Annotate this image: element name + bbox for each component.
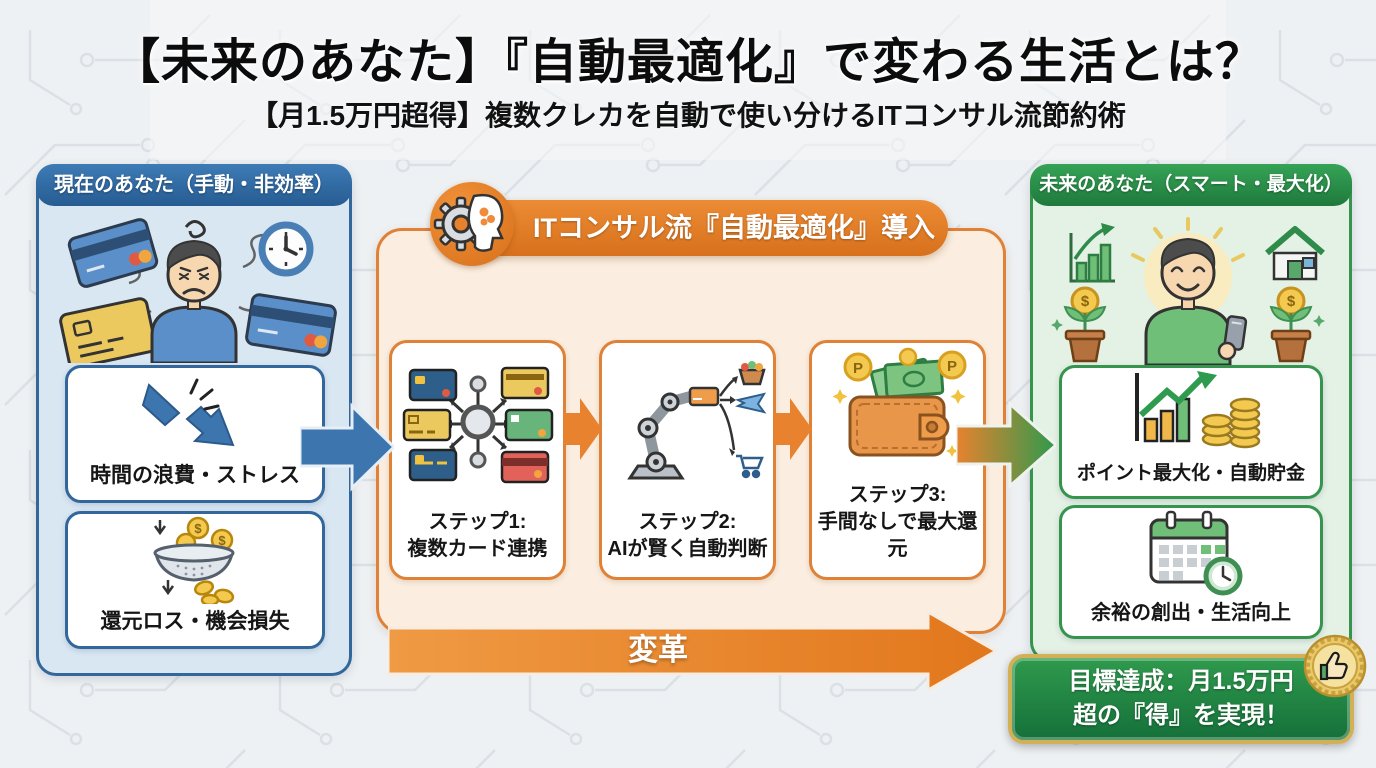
goal-banner: 目標達成：月1.5万円 超の『得』を実現！	[1008, 654, 1354, 744]
gear-head-icon	[430, 182, 514, 266]
cart-icon	[735, 454, 764, 479]
money-plant-icon: $	[1051, 286, 1107, 363]
calendar-clock-icon	[1149, 510, 1243, 596]
transition-arrow-current-to-process	[300, 402, 394, 492]
airplane-icon	[734, 392, 766, 414]
clock-icon	[258, 221, 314, 277]
step-caption: 複数カード連携	[407, 538, 548, 560]
current-item-time-waste: 時間の浪費・ストレス	[65, 365, 325, 503]
growth-chart-coins-icon	[1135, 371, 1261, 449]
robot-arm-choice-icon	[626, 361, 766, 480]
step-title: ステップ1:	[428, 511, 527, 533]
wallet-cashback-icon: P P	[832, 347, 966, 457]
goal-banner-line1: 目標達成：月1.5万円	[1068, 667, 1294, 695]
money-plant-icon: $	[1269, 286, 1325, 363]
credit-card-icon	[67, 218, 159, 288]
svg-text:$: $	[1081, 293, 1090, 310]
svg-text:$: $	[194, 521, 202, 536]
svg-text:P: P	[852, 360, 862, 377]
page-subtitle: 【月1.5万円超得】複数クレカを自動で使い分けるITコンサル流節約術	[250, 100, 1126, 131]
current-item-label: 時間の浪費・ストレス	[90, 464, 300, 487]
happy-man	[1144, 237, 1248, 365]
future-item-points: ポイント最大化・自動貯金	[1059, 365, 1323, 499]
step-box-3: P P ステップ3: 手間なしで最大還元	[809, 340, 986, 580]
future-item-label: ポイント最大化・自動貯金	[1076, 463, 1305, 484]
coins-sieve-icon: $ $	[153, 516, 235, 604]
page-title: 【未来のあなた】『自動最適化』で変わる生活とは？	[111, 36, 1264, 89]
goal-banner-line2: 超の『得』を実現！	[1073, 702, 1289, 729]
current-item-lost-rewards: $ $ 還元ロス・機会損失	[65, 511, 325, 649]
svg-text:$: $	[1287, 293, 1296, 310]
step-arrow-icon	[774, 398, 812, 460]
step-arrow-icon	[564, 398, 602, 460]
step-caption: AIが賢く自動判断	[607, 538, 768, 560]
step-title: ステップ2:	[638, 511, 737, 533]
step-box-2: ステップ2: AIが賢く自動判断	[599, 340, 776, 580]
current-panel-header: 現在のあなた（手動・非効率）	[36, 164, 352, 206]
future-state-panel: 未来のあなた（スマート・最大化）	[1030, 164, 1352, 662]
transform-arrow-label: 変革	[628, 634, 688, 667]
stressed-person-cards-clock-illustration	[59, 218, 337, 363]
future-item-label: 余裕の創出・生活向上	[1091, 602, 1291, 624]
house-icon	[1265, 226, 1325, 281]
current-item-label: 還元ロス・機会損失	[100, 610, 290, 633]
step-box-1: ステップ1: 複数カード連携	[389, 340, 566, 580]
svg-text:P: P	[946, 358, 956, 375]
thumbs-up-badge-icon	[1303, 634, 1367, 698]
transform-arrow	[388, 612, 996, 690]
process-panel-header: ITコンサル流『自動最適化』導入	[434, 200, 948, 256]
basket-icon	[737, 361, 766, 386]
step-caption: 手間なしで最大還元	[817, 511, 978, 560]
future-item-life: 余裕の創出・生活向上	[1059, 505, 1323, 639]
transition-arrow-process-to-future	[956, 400, 1056, 490]
broken-arrow-icon	[141, 378, 235, 446]
credit-card-icon	[59, 297, 157, 363]
stressed-man	[150, 239, 238, 363]
step-title: ステップ3:	[848, 484, 947, 506]
svg-text:$: $	[218, 533, 226, 548]
future-panel-header: 未来のあなた（スマート・最大化）	[1030, 164, 1352, 206]
growth-chart-icon	[1069, 223, 1115, 283]
happy-person-phone-growth-illustration: $ $	[1051, 217, 1325, 365]
credit-card-icon	[245, 293, 337, 357]
multi-card-hub-icon	[402, 366, 553, 484]
